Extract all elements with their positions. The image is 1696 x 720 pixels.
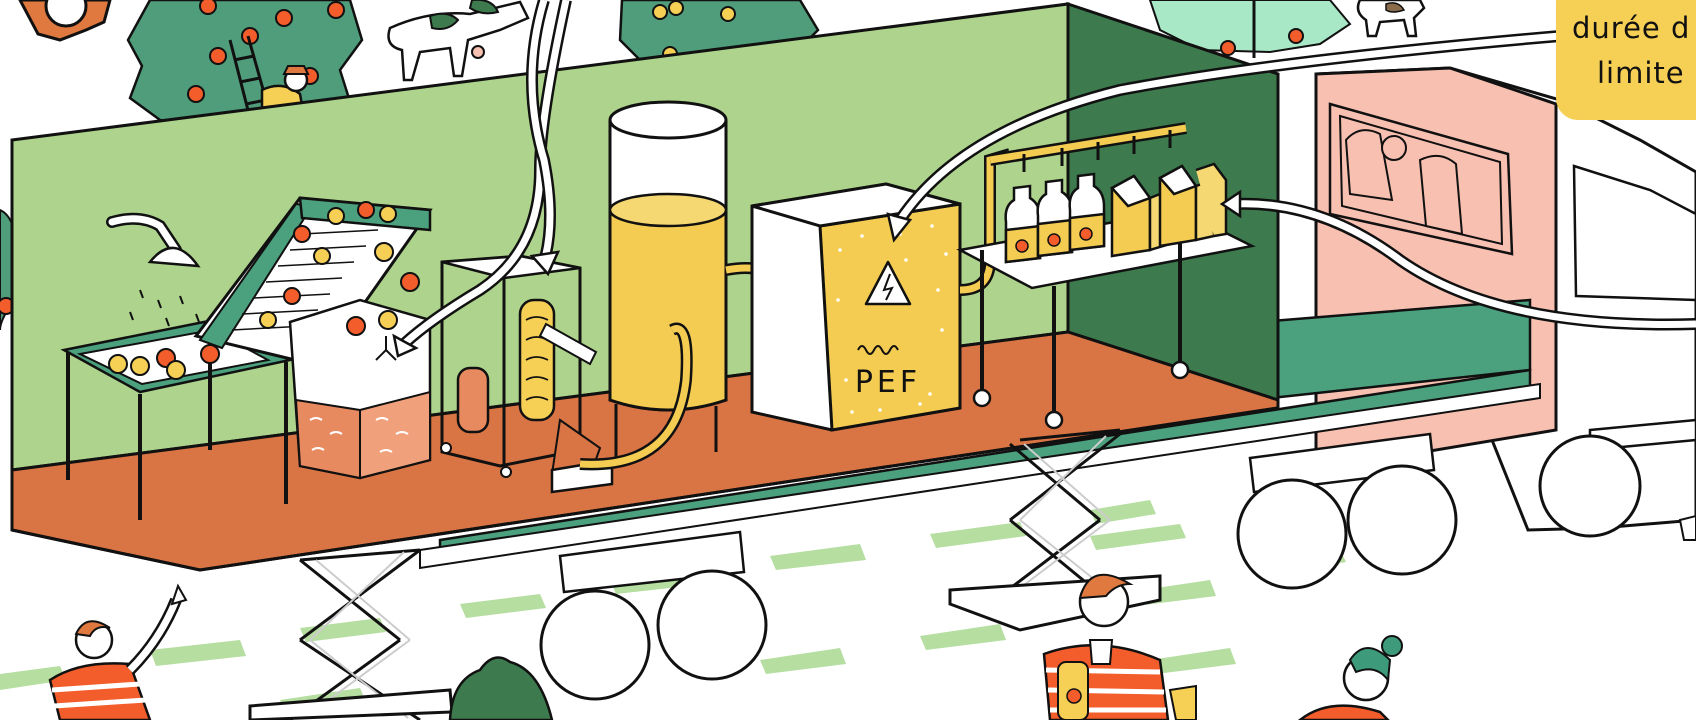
pef-label: PEF [855,365,921,400]
callout-text-line-2: limite [1597,56,1696,90]
cow [389,0,529,80]
cow-right [1358,0,1424,36]
person-green-hair [1300,636,1402,720]
gear-icon [20,0,110,40]
callout-text-line-1: durée d [1572,11,1696,45]
bush-bottom [450,658,552,720]
grinder [290,300,430,478]
